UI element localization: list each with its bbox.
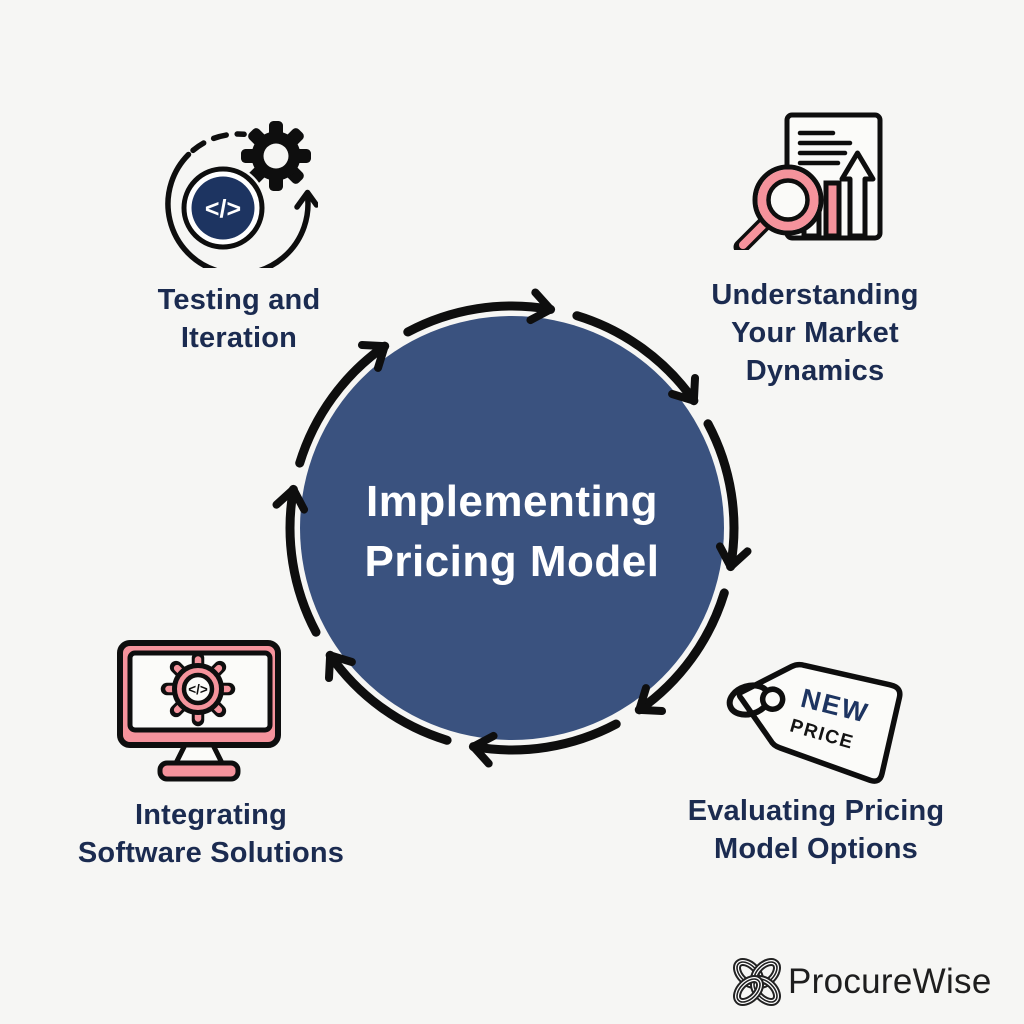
code-glyph: </> <box>205 195 241 223</box>
tag-hole <box>759 686 786 712</box>
cycle-circle <box>300 316 724 740</box>
code-iteration-icon: </> <box>165 121 318 268</box>
code-circle-icon: </> <box>179 164 267 252</box>
label-evaluating-pricing: Evaluating Pricing Model Options <box>641 792 991 868</box>
code-glyph: </> <box>188 682 208 697</box>
label-line: Model Options <box>714 833 918 865</box>
market-analysis-icon <box>733 112 883 250</box>
cycle-diagram <box>252 268 772 788</box>
code-gear-icon: </> <box>160 651 236 727</box>
label-line: Software Solutions <box>77 837 345 869</box>
cycle-title-line2: Pricing Model <box>364 537 660 586</box>
price-tag: NEW PRICE <box>726 661 903 784</box>
label-line: Iteration <box>180 322 298 354</box>
cycle-title-line1: Implementing <box>365 477 659 526</box>
brand-name: ProcureWise <box>788 962 992 1001</box>
magnifier-icon <box>733 164 824 250</box>
software-monitor-icon: </> <box>117 640 281 782</box>
procurewise-logo-icon <box>733 958 781 1006</box>
label-market-dynamics: Understanding Your Market Dynamics <box>665 276 965 390</box>
new-price-tag-icon: NEW PRICE <box>726 661 903 784</box>
label-line: Integrating <box>134 799 288 831</box>
label-line: Understanding <box>711 279 919 311</box>
refresh-arrow-icon <box>165 131 318 268</box>
label-integrating-software: Integrating Software Solutions <box>31 796 391 872</box>
label-line: Evaluating Pricing <box>687 795 945 827</box>
label-line: Testing and <box>157 284 321 316</box>
cycle-title: Implementing Pricing Model <box>302 472 722 592</box>
label-testing-iteration: Testing and Iteration <box>89 281 389 357</box>
label-line: Your Market <box>731 317 899 349</box>
label-line: Dynamics <box>745 355 885 387</box>
